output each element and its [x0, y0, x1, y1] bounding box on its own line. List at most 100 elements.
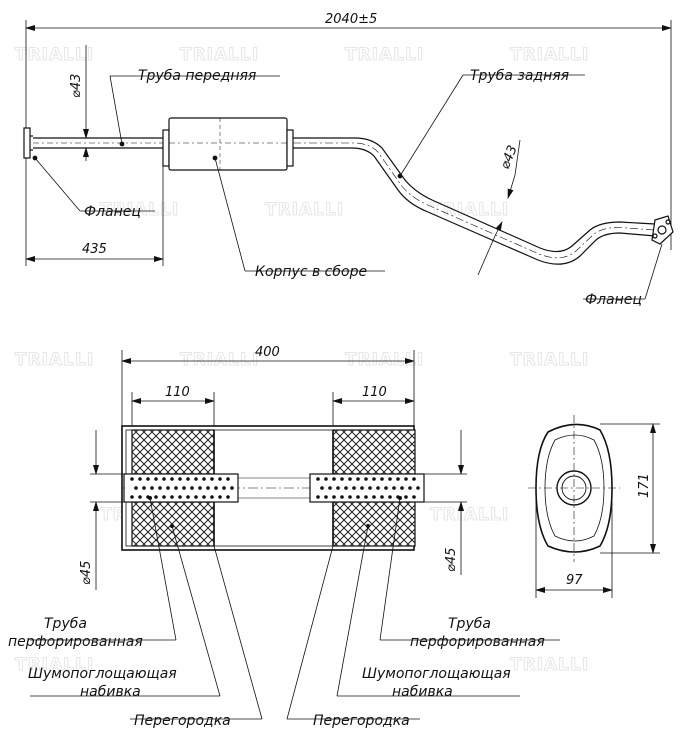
svg-text:TRIALLI: TRIALLI [15, 655, 94, 675]
perforation-hole [320, 486, 324, 490]
end-height-dim: 171 [637, 473, 652, 498]
perforation-hole [352, 486, 356, 490]
svg-text:TRIALLI: TRIALLI [510, 350, 589, 370]
packing-right-label-2: набивка [392, 684, 453, 700]
packing-left-label-1: Шумопоглощающая [28, 666, 177, 682]
perforation-hole [364, 477, 368, 481]
flange-left-label: Фланец [84, 204, 141, 220]
perforation-hole [142, 486, 146, 490]
svg-text:TRIALLI: TRIALLI [15, 45, 94, 65]
svg-text:TRIALLI: TRIALLI [510, 45, 589, 65]
perforation-hole [178, 495, 182, 499]
perforation-hole [154, 477, 158, 481]
perforation-hole [380, 495, 384, 499]
perforation-hole [404, 477, 408, 481]
perforation-hole [130, 477, 134, 481]
svg-text:TRIALLI: TRIALLI [265, 200, 344, 220]
perforation-hole [186, 477, 190, 481]
perforation-hole [158, 486, 162, 490]
perforation-hole [348, 495, 352, 499]
perforation-hole [182, 486, 186, 490]
perforation-hole [166, 486, 170, 490]
perforation-hole [198, 486, 202, 490]
perforated-pipe-left-label-2: перфорированная [8, 634, 143, 650]
perforation-hole [364, 495, 368, 499]
perforation-hole [332, 495, 336, 499]
svg-text:TRIALLI: TRIALLI [180, 45, 259, 65]
rear-pipe-diameter-dim: ⌀43 [498, 143, 521, 171]
perforation-hole [206, 486, 210, 490]
perforation-hole [416, 486, 420, 490]
perforation-hole [170, 477, 174, 481]
perforation-hole [194, 477, 198, 481]
perforation-hole [186, 495, 190, 499]
perforation-hole [336, 486, 340, 490]
pipe-diameter-left-dim: ⌀45 [79, 561, 94, 585]
perforation-hole [138, 477, 142, 481]
svg-text:TRIALLI: TRIALLI [15, 350, 94, 370]
perforation-hole [130, 495, 134, 499]
perforation-hole [210, 477, 214, 481]
perforation-hole [170, 495, 174, 499]
perforation-hole [324, 477, 328, 481]
perforation-hole [372, 495, 376, 499]
packing-right-label-1: Шумопоглощающая [362, 666, 511, 682]
perforation-hole [344, 486, 348, 490]
perforation-hole [316, 477, 320, 481]
rear-pipe-label: Труба задняя [470, 68, 569, 84]
perforation-hole [400, 486, 404, 490]
section-view [30, 350, 560, 720]
perforation-hole [218, 495, 222, 499]
baffle-right-label: Перегородка [313, 713, 410, 729]
perforation-hole [376, 486, 380, 490]
perforation-hole [412, 495, 416, 499]
perforation-hole [202, 477, 206, 481]
svg-text:TRIALLI: TRIALLI [430, 505, 509, 525]
perforation-hole [356, 495, 360, 499]
perforation-hole [218, 477, 222, 481]
svg-text:TRIALLI: TRIALLI [430, 200, 509, 220]
perforation-hole [230, 486, 234, 490]
offset-length-dim: 435 [82, 242, 107, 257]
end-width-dim: 97 [566, 573, 583, 588]
chamber-right-dim: 110 [362, 385, 387, 400]
perforated-pipe-left-label-1: Труба [44, 616, 87, 632]
front-pipe-label: Труба передняя [138, 68, 256, 84]
perforation-hole [154, 495, 158, 499]
perforation-hole [134, 486, 138, 490]
perforation-hole [408, 486, 412, 490]
perforation-hole [340, 495, 344, 499]
perforation-hole [388, 477, 392, 481]
perforation-hole [222, 486, 226, 490]
perforation-hole [380, 477, 384, 481]
perforation-hole [146, 477, 150, 481]
perforation-hole [384, 486, 388, 490]
perforated-pipe-right-label-2: перфорированная [410, 634, 545, 650]
top-view [23, 20, 674, 300]
flange-right-label: Фланец [585, 292, 642, 308]
body-length-dim: 400 [255, 345, 280, 360]
svg-text:TRIALLI: TRIALLI [180, 350, 259, 370]
perforation-hole [392, 486, 396, 490]
perforation-hole [162, 495, 166, 499]
perforated-pipe-right-label-1: Труба [448, 616, 491, 632]
svg-text:TRIALLI: TRIALLI [100, 200, 179, 220]
perforation-hole [174, 486, 178, 490]
perforation-hole [340, 477, 344, 481]
perforation-hole [332, 477, 336, 481]
perforation-hole [150, 486, 154, 490]
perforation-hole [162, 477, 166, 481]
end-view [528, 415, 660, 598]
perforation-hole [190, 486, 194, 490]
overall-length-dim: 2040±5 [325, 12, 377, 27]
perforation-hole [412, 477, 416, 481]
perforation-hole [226, 495, 230, 499]
perforation-hole [372, 477, 376, 481]
pipe-diameter-right-dim: ⌀45 [444, 548, 459, 572]
body-assembly-label: Корпус в сборе [255, 264, 367, 280]
watermarks: TRIALLI TRIALLI TRIALLI TRIALLI TRIALLI … [15, 45, 589, 676]
perforation-hole [328, 486, 332, 490]
svg-text:TRIALLI: TRIALLI [345, 45, 424, 65]
perforation-hole [202, 495, 206, 499]
